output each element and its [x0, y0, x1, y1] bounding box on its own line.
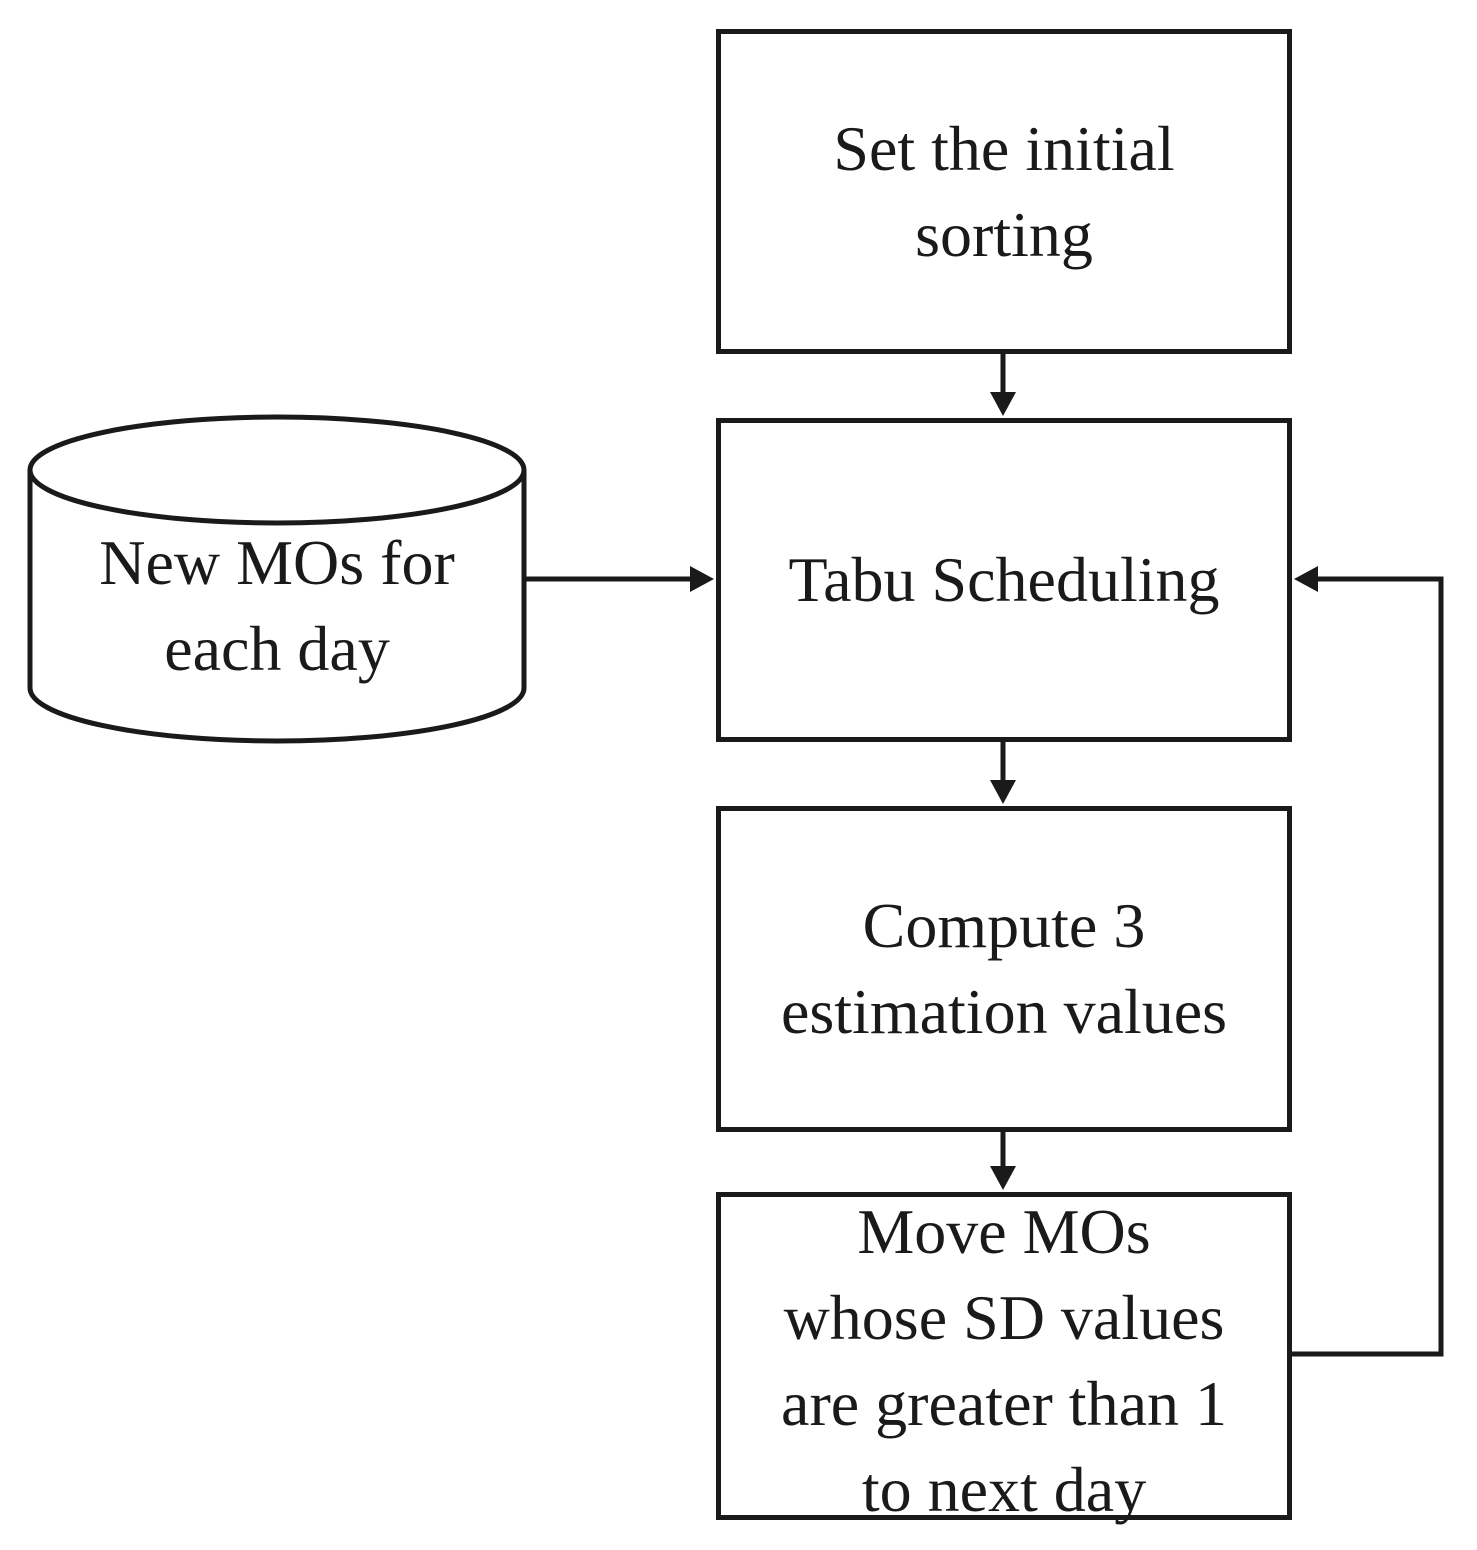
- compute-estimation-line-1: Compute 3: [862, 890, 1146, 961]
- initial-sorting-line-2: sorting: [915, 198, 1093, 270]
- initial-sorting-box: Set the initial sorting: [716, 29, 1292, 354]
- arrow-database-to-tabu: [524, 566, 714, 592]
- initial-sorting-line-1: Set the initial: [833, 112, 1175, 184]
- move-mos-line-3: are greater than 1: [781, 1368, 1227, 1439]
- tabu-scheduling-box: Tabu Scheduling: [716, 418, 1292, 742]
- move-mos-line-1: Move MOs: [857, 1196, 1151, 1267]
- new-mos-line-1: New MOs for: [99, 527, 455, 598]
- move-mos-line-2: whose SD values: [783, 1282, 1225, 1353]
- new-mos-database-label: New MOs for each day: [30, 520, 524, 692]
- arrow-move-to-tabu-feedback: [1292, 566, 1444, 1357]
- move-mos-line-4: to next day: [861, 1454, 1147, 1525]
- compute-estimation-line-2: estimation values: [780, 976, 1228, 1047]
- arrow-compute-to-move: [990, 1132, 1016, 1190]
- database-cylinder-shape: [27, 414, 527, 744]
- arrow-tabu-to-compute: [990, 742, 1016, 804]
- tabu-scheduling-label: Tabu Scheduling: [788, 544, 1220, 615]
- move-mos-box: Move MOs whose SD values are greater tha…: [716, 1192, 1292, 1525]
- compute-estimation-box: Compute 3 estimation values: [716, 806, 1292, 1132]
- arrow-initial-to-tabu: [990, 354, 1016, 416]
- new-mos-line-2: each day: [164, 613, 390, 684]
